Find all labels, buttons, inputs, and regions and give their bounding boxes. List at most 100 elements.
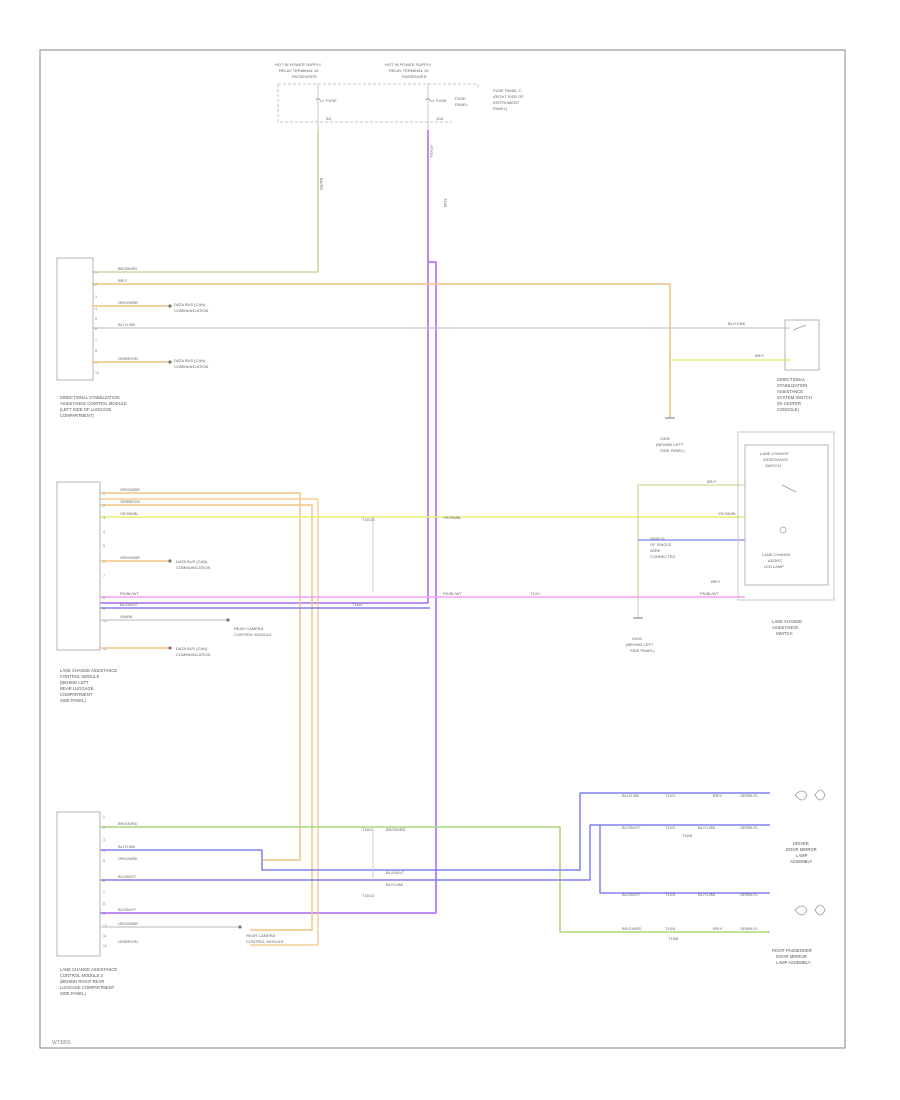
module2-pin: 4 bbox=[103, 530, 105, 534]
module3-pin: 12 bbox=[103, 944, 107, 948]
fuse-panel-label-4: PANEL) bbox=[493, 106, 508, 111]
module3-line-label-2: T16/12 bbox=[362, 893, 375, 898]
module3-pin: 3 bbox=[103, 838, 105, 842]
module1-pin: 5 bbox=[95, 317, 97, 321]
wire-layer bbox=[92, 130, 790, 946]
fuse-left-icon bbox=[315, 98, 325, 102]
mirror-row-1-wire-c: OR/BK/YL bbox=[740, 793, 759, 798]
mirror-row-4-wire-a: BR/GN/RD bbox=[622, 926, 642, 931]
switch2-lamp-3: LED LAMP bbox=[764, 564, 784, 569]
mirror-conn-label-1: T16/8 bbox=[682, 833, 693, 838]
switch1-caption-3: ASSISTANCE bbox=[777, 389, 803, 394]
module2-caption-5: COMPARTMENT bbox=[60, 692, 93, 697]
module2-wire-label: OR/GN/BR bbox=[120, 555, 140, 560]
passenger-mirror-lamp-icon bbox=[794, 904, 826, 916]
switch2-shield-4: CONNECTED bbox=[650, 554, 675, 559]
module1-wire-label: BR/Y bbox=[118, 278, 128, 283]
module1-can-terminal-2 bbox=[168, 360, 172, 364]
switch2-shield-1: SHIELD bbox=[650, 536, 665, 541]
module2-camera-note-1: REAR CAMERA bbox=[234, 626, 264, 631]
wire-br-y-module1 bbox=[92, 283, 671, 418]
fuse-right-label-2: 10A bbox=[436, 116, 443, 121]
module2-can-note-2a: DATA BUS (CAN) bbox=[176, 646, 208, 651]
fuse-panel-outline bbox=[277, 83, 479, 123]
switch1: BL/YL/BK BR/Y DIRECTIONAL STABILIZATION … bbox=[656, 319, 820, 453]
module1-can-note-2b: COMMUNICATION bbox=[174, 364, 208, 369]
module2-can-terminal-1 bbox=[168, 559, 172, 563]
passenger-mirror-caption-1: RIGHT PASSENGER bbox=[772, 948, 812, 953]
mirror-row-3-wire-a: BL/GN/VT bbox=[622, 892, 641, 897]
switch2-wire-label-3: PK/BL/WT bbox=[700, 591, 719, 596]
wire-vt-gn-branch bbox=[100, 261, 437, 914]
module2-camera-terminal bbox=[226, 618, 230, 622]
module2-pin: 10 bbox=[103, 619, 107, 623]
fuse-right-note-1: FUSE bbox=[455, 96, 466, 101]
module2-wire-label: YE/GN/BL bbox=[120, 511, 139, 516]
module3-wire-label: OR/GN/BR bbox=[118, 921, 138, 926]
wire-label-bk-rd: BK/RD bbox=[319, 178, 324, 190]
wire-vt-gn-trunk bbox=[100, 130, 429, 604]
module2-wire-label: PK/BL/WT bbox=[120, 591, 139, 596]
module2-caption-6: SIDE PANEL) bbox=[60, 698, 86, 703]
module3-wire-label: BL/GN/VT bbox=[118, 874, 137, 879]
switch1-caption-5: (IN CENTER bbox=[777, 401, 801, 406]
mirror-row-1-wire-b: BR/Y bbox=[713, 793, 723, 798]
module2-wire-label: OR/BR/GN bbox=[120, 499, 140, 504]
module2-can-note-1a: DATA BUS (CAN) bbox=[176, 559, 208, 564]
fuse-right-icon bbox=[425, 98, 435, 102]
mirror-row-4-conn: T10/4 bbox=[665, 926, 676, 931]
module3-pin: 11 bbox=[103, 934, 107, 938]
module1-pin: 2 bbox=[95, 283, 97, 287]
mirror-row-2-wire-c: OR/BK/YL bbox=[740, 825, 759, 830]
switch1-wire-label: BL/YL/BK bbox=[728, 321, 746, 326]
ground2-label-1: G409 bbox=[632, 636, 643, 641]
driver-mirror-caption-4: ASSEMBLY bbox=[790, 859, 812, 864]
module3-pin: 8 bbox=[103, 902, 105, 906]
module2-can-terminal-2 bbox=[168, 646, 172, 650]
module2-pin: 1 bbox=[103, 492, 105, 496]
wire-label-connector: T10/Y bbox=[530, 591, 541, 596]
mirror-row-2-wire-a: BL/GN/VT bbox=[622, 825, 641, 830]
module2-line-label-1: T16/4 bbox=[352, 602, 363, 607]
supply-right-label-3: PASSENGER bbox=[402, 74, 427, 79]
module2-pin: 2 bbox=[103, 504, 105, 508]
module3-camera-note-2: CONTROL MODULE bbox=[246, 939, 284, 944]
mirror-row-2-wire-b: BL/YL/BK bbox=[698, 825, 716, 830]
switch2-title-2: ASSISTANCE bbox=[763, 457, 788, 462]
switch1-caption-6: CONSOLE) bbox=[777, 407, 799, 412]
module1-can-note-1a: DATA BUS (CAN) bbox=[174, 302, 206, 307]
ground2-label-2: (BEHIND LEFT bbox=[626, 642, 654, 647]
module3-wire-label: OR/BR/GN bbox=[118, 939, 138, 944]
module3-pin: 9 bbox=[103, 912, 105, 916]
module2-pin: 6 bbox=[103, 560, 105, 564]
module2-pin: 7 bbox=[103, 574, 105, 578]
module3-pin: 2 bbox=[103, 826, 105, 830]
module3-box bbox=[56, 811, 101, 957]
switch2-inner-box bbox=[744, 444, 829, 586]
driver-mirror-caption-3: LAMP bbox=[796, 853, 808, 858]
module2-camera-note-2: CONTROL MODULE bbox=[234, 632, 272, 637]
module3-wire-label: BL/GN/VT bbox=[118, 907, 137, 912]
mirror-row-3-conn: T10/3 bbox=[665, 892, 676, 897]
switch2-outer-box bbox=[737, 431, 835, 601]
module3-trunk-label: BR/GN/RD bbox=[386, 827, 406, 832]
driver-mirror-caption-1: DRIVER bbox=[793, 841, 809, 846]
module3-caption-2: CONTROL MODULE 2 bbox=[60, 973, 104, 978]
module2-pin: 5 bbox=[103, 544, 105, 548]
mirror-row-2-conn: T10/2 bbox=[665, 825, 676, 830]
module3-camera-terminal bbox=[238, 925, 242, 929]
switch2-shield-3: WIRE bbox=[650, 548, 661, 553]
module2-caption-4: REAR LUGGAGE bbox=[60, 686, 94, 691]
module2-wire-label: OR/GN/BR bbox=[120, 487, 140, 492]
module1-can-note-1b: COMMUNICATION bbox=[174, 308, 208, 313]
fuse-left-label-2: 5A bbox=[326, 116, 331, 121]
switch2-led-icon bbox=[779, 526, 787, 534]
mirror-section: BL/YL/BK T10/1 BR/Y OR/BK/YL BL/GN/VT T1… bbox=[622, 789, 826, 965]
passenger-mirror-caption-3: LAMP ASSEMBLY bbox=[776, 960, 811, 965]
driver-mirror-lamp-icon bbox=[794, 789, 826, 801]
switch2-caption-1: LANE CHANGE bbox=[772, 619, 802, 624]
module3-wire-label: OR/GN/BK bbox=[118, 856, 138, 861]
fuse-panel-label-3: INSTRUMENT bbox=[493, 100, 520, 105]
module3: 1 2 3 4 5 6 7 8 9 10 11 12 BR/GN/RD BL/Y… bbox=[56, 811, 406, 996]
